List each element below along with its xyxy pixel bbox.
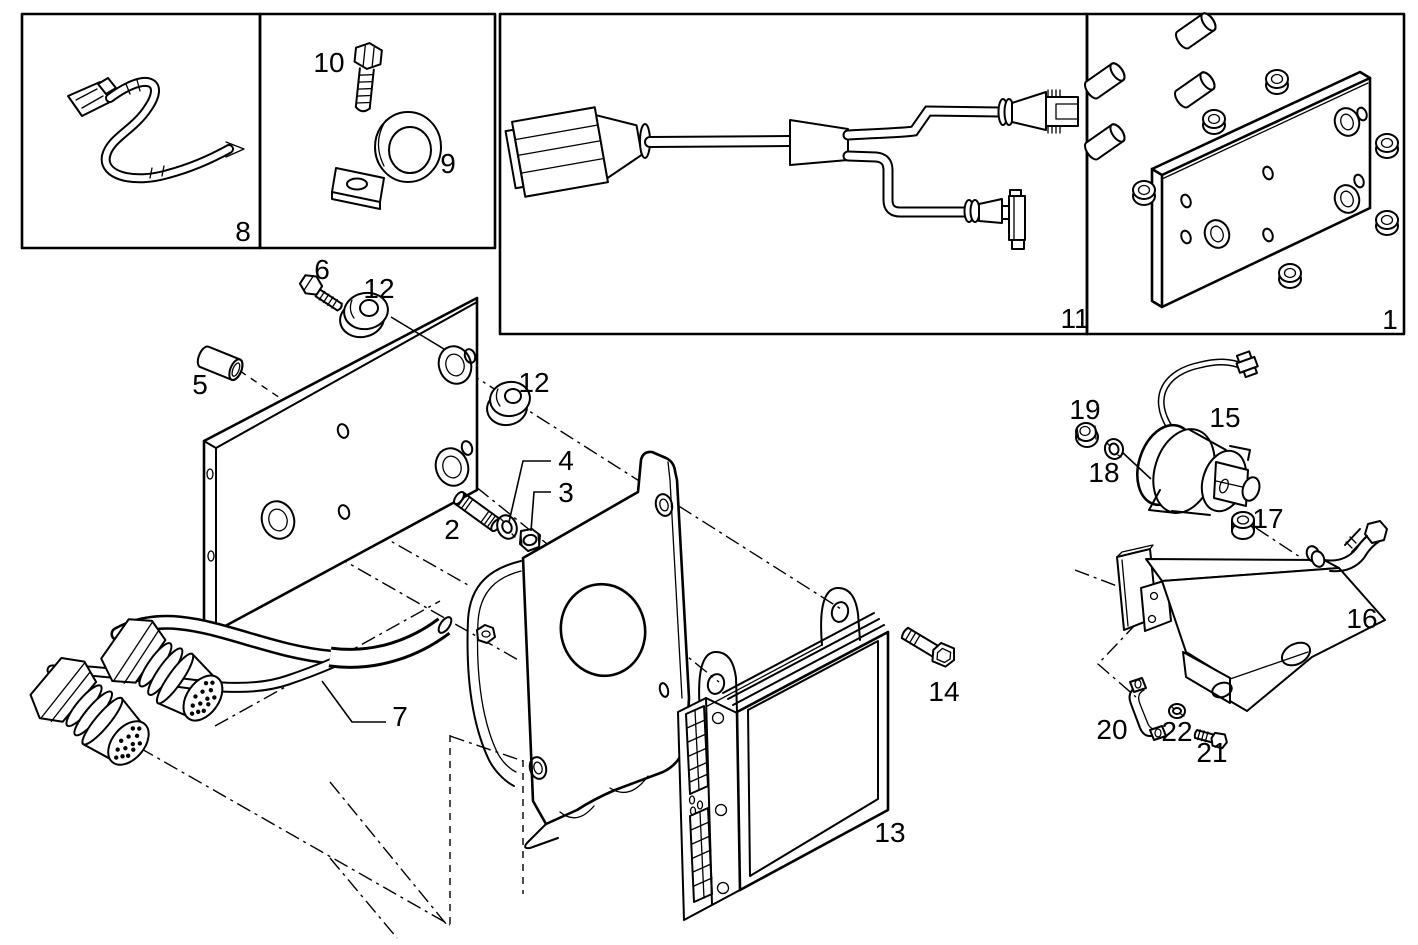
spacer-part-5 <box>196 345 244 382</box>
callout-22: 22 <box>1161 716 1192 747</box>
p-clamp-part <box>331 111 442 210</box>
clamp-part-20 <box>1128 677 1167 741</box>
connector-cable-part <box>29 614 453 766</box>
round-connector-lower <box>29 657 150 766</box>
nut-part-19 <box>1075 422 1099 448</box>
washer-part-18 <box>1103 438 1125 460</box>
bolt-part-14 <box>900 626 956 668</box>
callout-10: 10 <box>313 47 344 78</box>
callout-21: 21 <box>1196 737 1227 768</box>
control-unit-part <box>677 587 890 921</box>
callout-19: 19 <box>1069 394 1100 425</box>
panel-plate-kit <box>1085 12 1406 336</box>
clamp-bolt-part <box>353 42 383 113</box>
nut-part-3 <box>519 528 541 552</box>
flanged-nuts <box>1132 69 1399 289</box>
callout-15: 15 <box>1209 402 1240 433</box>
grommet-part-12-right <box>486 380 531 427</box>
washer-part-4 <box>496 514 518 540</box>
sensor-part-15 <box>1136 350 1261 516</box>
callout-14: 14 <box>928 676 959 707</box>
bracket-part-16 <box>1116 520 1388 712</box>
panel-clamp <box>258 12 497 250</box>
callout-18: 18 <box>1088 457 1119 488</box>
callout-8: 8 <box>235 216 251 247</box>
bracket-stud <box>1344 520 1388 553</box>
callout-12-right: 12 <box>518 367 549 398</box>
callout-labels: 8 10 9 11 1 6 12 5 12 4 3 2 7 14 13 19 1… <box>192 47 1398 848</box>
harness-part <box>504 89 1079 250</box>
callout-9: 9 <box>440 148 456 179</box>
callout-1: 1 <box>1382 304 1398 335</box>
callout-11: 11 <box>1060 303 1089 334</box>
round-connector-upper <box>100 618 224 722</box>
callout-16: 16 <box>1346 603 1377 634</box>
washer-part-22 <box>1168 703 1186 719</box>
connector-rail <box>685 705 730 903</box>
grommet-part-12-upper <box>339 291 389 339</box>
plate-kit-part <box>1084 12 1399 309</box>
stud-part-2 <box>453 490 503 533</box>
bushing-part-17 <box>1231 511 1255 540</box>
callout-13: 13 <box>874 817 905 848</box>
main-mounting-plate <box>202 296 479 633</box>
callout-4: 4 <box>558 445 574 476</box>
callout-12-upper: 12 <box>363 273 394 304</box>
pin-face <box>189 680 217 716</box>
callout-6: 6 <box>314 254 330 285</box>
callout-20: 20 <box>1096 714 1127 745</box>
plug-prongs <box>1047 89 1061 134</box>
spacer-sleeves <box>1084 12 1217 161</box>
panel-cable-tie <box>20 12 262 250</box>
pin-face <box>114 726 143 760</box>
callout-5: 5 <box>192 369 208 400</box>
bolt-part-6 <box>298 274 343 312</box>
callout-7: 7 <box>392 701 408 732</box>
screw-part-21 <box>1193 729 1228 750</box>
callout-2: 2 <box>444 514 460 545</box>
cable-tie-part <box>67 77 245 184</box>
leader-lines <box>321 316 1152 723</box>
callout-17: 17 <box>1252 503 1283 534</box>
support-bracket <box>466 450 691 850</box>
callout-3: 3 <box>558 477 574 508</box>
